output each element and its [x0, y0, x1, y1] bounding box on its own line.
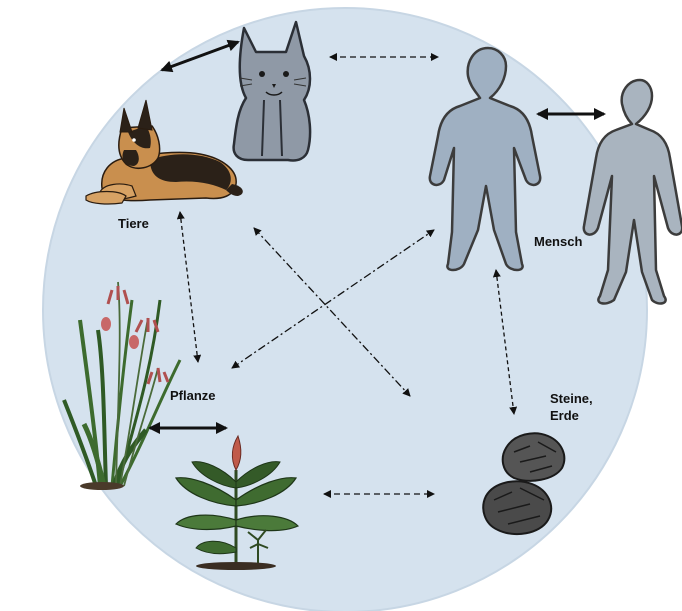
background-circle [43, 8, 647, 611]
label-human: Mensch [534, 234, 582, 249]
label-earth: Erde [550, 408, 579, 423]
label-plant: Pflanze [170, 388, 216, 403]
label-stones: Steine, [550, 391, 593, 406]
label-animals: Tiere [118, 216, 149, 231]
stone-icon [483, 481, 551, 534]
stone-icon [503, 433, 565, 480]
